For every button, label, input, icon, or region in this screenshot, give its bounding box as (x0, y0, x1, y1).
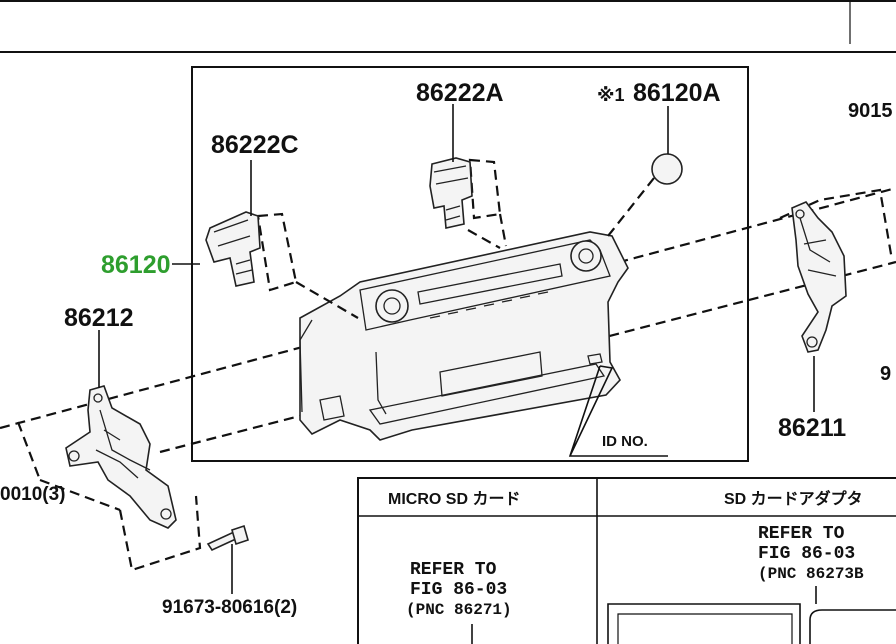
callout-86222C: 86222C (211, 131, 299, 159)
callout-bolt: 91673-80616(2) (162, 597, 297, 618)
sd-card-outline (809, 609, 896, 644)
refer-col1-line3: (PNC 86271) (406, 601, 512, 619)
callout-9-right: 9 (880, 363, 891, 385)
refer-col2-line1: REFER TO (758, 524, 845, 544)
proj-dash-cap (607, 177, 655, 237)
callout-note-mark: ※1 (597, 85, 625, 105)
callout-86120-highlight: 86120 (101, 251, 171, 279)
sd-adapter-outline-inner (617, 613, 793, 644)
refer-col2-line2: FIG 86-03 (758, 544, 855, 564)
callout-0010-3: 0010(3) (0, 484, 66, 505)
refer-col1-line2: FIG 86-03 (410, 580, 507, 600)
cap-86120A-part[interactable] (651, 153, 683, 185)
proj-dash-knobC-line (295, 281, 359, 319)
callout-86212: 86212 (64, 304, 134, 332)
callout-86222A: 86222A (416, 79, 504, 107)
table-header-micro-sd: MICRO SD カード (388, 490, 520, 508)
knob-86222A-part[interactable] (429, 157, 473, 229)
refer-col2-line3: (PNC 86273B (758, 565, 864, 583)
callout-id-no: ID NO. (602, 433, 648, 450)
callout-86211: 86211 (778, 414, 846, 442)
table-header-sd-adapter: SD カードアダプタ (724, 489, 863, 508)
reference-table: MICRO SD カード SD カードアダプタ REFER TO FIG 86-… (357, 477, 896, 644)
callout-9015: 9015 (848, 100, 893, 122)
proj-dash-left-bracket (16, 421, 202, 572)
proj-dash-knobA-line (498, 213, 508, 247)
guide-dash-lower (159, 260, 896, 454)
proj-dash-knobA (467, 229, 501, 249)
knob-86222C-part[interactable] (205, 211, 261, 287)
refer-col1-line1: REFER TO (410, 560, 497, 580)
proj-dash-knobA-box (468, 158, 502, 220)
id-no-leader (568, 365, 668, 457)
guide-dash-upper (0, 186, 896, 430)
bracket-86212-part[interactable] (65, 385, 177, 529)
head-unit-part[interactable] (299, 231, 629, 441)
bracket-86211-part[interactable] (791, 201, 847, 353)
proj-dash-knobC-box (256, 212, 298, 292)
callout-86120A: 86120A (633, 79, 721, 107)
bolt-part[interactable] (206, 524, 249, 552)
sd-adapter-outline-outer (607, 603, 801, 644)
